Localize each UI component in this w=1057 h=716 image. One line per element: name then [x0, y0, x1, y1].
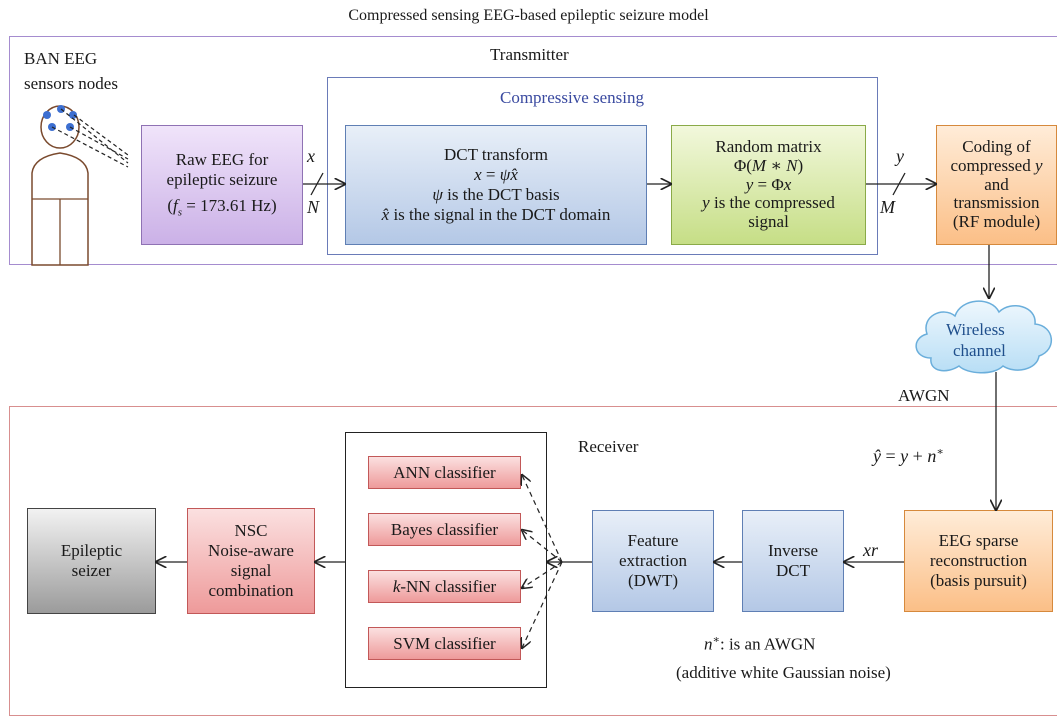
eeg-sparse-line2: reconstruction [929, 550, 1028, 570]
transmitter-label: Transmitter [490, 45, 569, 64]
slash-y [892, 172, 906, 196]
sensor-person-icon [31, 105, 129, 266]
feature-extraction-box: Feature extraction (DWT) [592, 510, 714, 612]
random-line4-text: is the compressed [709, 193, 835, 213]
inverse-dct-line1: Inverse [767, 540, 819, 560]
awgn-note-line2: (additive white Gaussian noise) [676, 663, 891, 682]
slash-x [310, 172, 324, 196]
nsc-line4: combination [208, 581, 294, 601]
feature-line3: (DWT) [627, 571, 679, 591]
ann-classifier-label: ANN classifier [393, 462, 496, 482]
awgn-label: AWGN [898, 386, 950, 405]
coding-line3: and [984, 174, 1009, 194]
ann-classifier-box: ANN classifier [368, 456, 521, 489]
compressive-sensing-frame [327, 77, 878, 255]
knn-classifier-box: k-NN classifier [368, 570, 521, 603]
dct-equation: x = ψx̂ [474, 164, 518, 184]
random-matrix-box: Random matrix Φ(M ∗ N) y = Φx y is the c… [671, 125, 866, 245]
xr-label: xr [863, 540, 878, 560]
coding-line5: (RF module) [952, 212, 1041, 232]
nsc-line2: Noise-aware [208, 540, 294, 560]
wireless-label-1: Wireless [946, 320, 1005, 339]
sensors-label-1: BAN EEG [24, 49, 98, 68]
nsc-line3: signal [230, 561, 272, 580]
random-line5: signal [748, 212, 789, 232]
inverse-dct-line2: DCT [776, 561, 810, 580]
diagram-title: Compressed sensing EEG-based epileptic s… [348, 7, 709, 24]
eeg-sparse-reconstruction-box: EEG sparse reconstruction (basis pursuit… [904, 510, 1053, 612]
epileptic-line1: Epileptic [60, 540, 123, 560]
coding-line2: compressed y [950, 155, 1043, 175]
dct-title: DCT transform [443, 144, 549, 164]
signal-y-label: y [896, 146, 904, 166]
svm-classifier-box: SVM classifier [368, 627, 521, 660]
transmitter-frame [9, 36, 1057, 265]
nsc-box: NSC Noise-aware signal combination [187, 508, 315, 614]
eeg-sparse-line3: (basis pursuit) [930, 571, 1027, 591]
dct-line4: x̂ is the signal in the DCT domain [381, 205, 611, 225]
random-equation: y = Φx [745, 174, 792, 194]
random-phi: Φ(M ∗ N) [733, 155, 804, 175]
receiver-label: Receiver [578, 437, 639, 456]
raw-eeg-fs: (fs = 173.61 Hz) [167, 196, 277, 219]
y-hat-equation: ŷ = y + n∗ [873, 446, 944, 466]
coding-box: Coding of compressed y and transmission … [936, 125, 1057, 245]
dct-transform-box: DCT transform x = ψx̂ ψ is the DCT basis… [345, 125, 647, 245]
coding-line2-text: compressed [950, 155, 1031, 175]
bayes-classifier-box: Bayes classifier [368, 513, 521, 546]
dashed-to-knn [522, 561, 563, 588]
svm-classifier-label: SVM classifier [393, 633, 496, 653]
epileptic-seizer-box: Epileptic seizer [27, 508, 156, 614]
dct-line3: ψ is the DCT basis [432, 185, 560, 204]
raw-eeg-line1: Raw EEG for [175, 150, 269, 170]
awgn-note-text: : is an AWGN [719, 634, 816, 654]
random-title: Random matrix [715, 137, 822, 157]
nsc-line1: NSC [234, 520, 268, 540]
wireless-channel-cloud-icon [915, 300, 1052, 374]
awgn-note-line1: n∗: is an AWGN [704, 634, 816, 654]
signal-n-label: N [307, 197, 320, 217]
eeg-sparse-line1: EEG sparse [938, 530, 1019, 550]
bayes-classifier-label: Bayes classifier [390, 519, 499, 539]
signal-x-label: x [307, 146, 315, 166]
raw-eeg-line2: epileptic seizure [166, 170, 278, 190]
feature-line1: Feature [627, 530, 679, 550]
inverse-dct-box: Inverse DCT [742, 510, 844, 612]
signal-m-label: M [880, 197, 895, 217]
compressive-sensing-label: Compressive sensing [500, 88, 645, 107]
knn-classifier-label: -NN classifier [400, 576, 497, 596]
dct-line4-text: is the signal in the DCT domain [389, 205, 611, 225]
coding-line1: Coding of [962, 137, 1031, 157]
dashed-to-ann [522, 475, 563, 563]
dashed-to-bayes [522, 530, 563, 563]
wireless-label-2: channel [953, 341, 1006, 360]
random-line4: y is the compressed [702, 193, 835, 213]
raw-eeg-box: Raw EEG for epileptic seizure (fs = 173.… [141, 125, 303, 245]
raw-eeg-fs-value: 173.61 Hz [200, 196, 271, 216]
dct-line3-text: is the DCT basis [442, 185, 560, 204]
coding-line4: transmission [953, 193, 1040, 213]
sensors-label-2: sensors nodes [24, 74, 118, 93]
epileptic-line2: seizer [71, 561, 112, 580]
dashed-to-svm [522, 561, 563, 648]
feature-line2: extraction [619, 550, 687, 570]
